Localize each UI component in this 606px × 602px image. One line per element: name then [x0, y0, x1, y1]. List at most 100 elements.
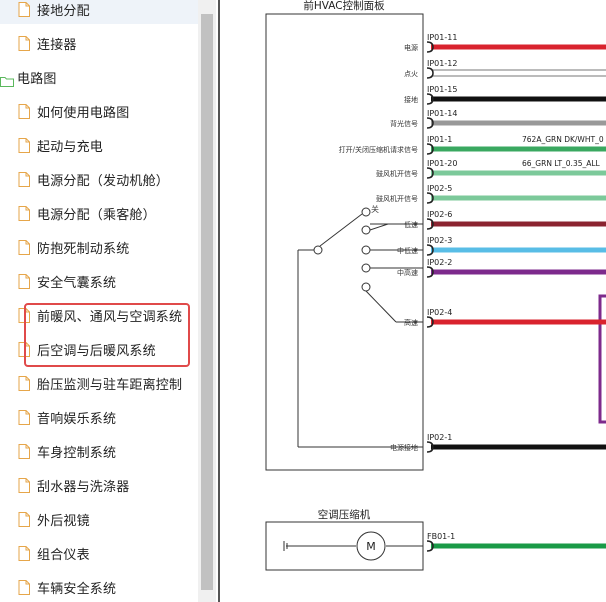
pin-signal-label: 中低速 — [397, 246, 418, 255]
sidebar-item[interactable]: 刮水器与洗涤器 — [0, 470, 198, 500]
document-icon — [18, 511, 30, 527]
sidebar-item-label: 组合仪表 — [37, 547, 90, 563]
connector-terminal — [426, 192, 434, 204]
connector-terminal — [426, 67, 434, 79]
sidebar-item[interactable]: 胎压监测与驻车距离控制 — [0, 368, 198, 398]
sidebar-item[interactable]: 如何使用电路图 — [0, 96, 198, 126]
connector-terminal — [426, 244, 434, 256]
scrollbar-thumb[interactable] — [201, 14, 213, 590]
pin-signal-label: 低速 — [404, 220, 418, 229]
pin-signal-label: 点火 — [404, 70, 418, 78]
pin-id: IP01-11 — [427, 33, 457, 42]
sidebar-item-label: 电源分配（发动机舱） — [37, 173, 170, 189]
connector-terminal — [426, 167, 434, 179]
pane-divider[interactable] — [218, 0, 220, 602]
sidebar-item-label: 安全气囊系统 — [37, 275, 117, 291]
pin-id: IP02-1 — [427, 433, 452, 442]
document-icon — [18, 1, 30, 17]
document-icon — [18, 137, 30, 153]
sidebar-item[interactable]: 电路图 — [0, 62, 180, 92]
pin-id: IP01-15 — [427, 85, 457, 94]
document-icon — [18, 375, 30, 391]
sidebar-item[interactable]: 起动与充电 — [0, 130, 198, 160]
pin-id: IP01-14 — [427, 109, 457, 118]
document-icon — [18, 171, 30, 187]
sidebar-tree: 接地分配连接器电路图如何使用电路图起动与充电电源分配（发动机舱） 电源分配（乘客舱… — [0, 0, 198, 602]
sidebar-item[interactable]: 接地分配 — [0, 0, 198, 24]
document-icon — [18, 103, 30, 119]
folder-icon — [0, 72, 14, 87]
sidebar-item-label: 前暖风、通风与空调系统 — [37, 309, 183, 325]
sidebar-item[interactable]: 电源分配（乘客舱） — [0, 198, 198, 228]
document-icon — [18, 35, 30, 51]
blower-switch — [297, 207, 423, 448]
connector-terminal — [426, 93, 434, 105]
wiring-diagram: 前HVAC控制面板 空调压缩机 关 — [228, 0, 606, 602]
pin-signal-label: 高速 — [404, 318, 418, 327]
document-icon — [18, 443, 30, 459]
purple-loop-wire — [598, 294, 606, 424]
document-icon — [18, 545, 30, 561]
sidebar-item[interactable]: 连接器 — [0, 28, 198, 58]
sidebar-item-label: 胎压监测与驻车距离控制 — [37, 377, 183, 393]
connector-terminal — [426, 218, 434, 230]
pin-signal-label: 电源 — [404, 43, 418, 52]
document-icon — [18, 239, 30, 255]
pin-signal-label: 接地 — [404, 95, 418, 104]
sidebar-item-label: 接地分配 — [37, 3, 90, 19]
sidebar-item-label: 起动与充电 — [37, 139, 104, 155]
sidebar-item[interactable]: 防抱死制动系统 — [0, 232, 198, 262]
wire-code: 762A_GRN DK/WHT_0 — [522, 135, 604, 144]
document-icon — [18, 579, 30, 595]
sidebar-item-label: 防抱死制动系统 — [37, 241, 130, 257]
document-icon — [18, 477, 30, 493]
sidebar-item[interactable]: 安全气囊系统 — [0, 266, 198, 296]
pin-id: IP02-3 — [427, 236, 452, 245]
pin-id: IP02-2 — [427, 258, 452, 267]
pin-signal-label: 背光信号 — [390, 119, 418, 128]
connector-terminal — [426, 143, 434, 155]
pin-id: IP02-5 — [427, 184, 452, 193]
control-panel-box — [265, 13, 424, 471]
pin-signal-label: 电源接地 — [390, 443, 418, 452]
highlight-box — [24, 303, 190, 367]
connector-terminal — [426, 266, 434, 278]
pin-signal-label: 中高速 — [397, 268, 418, 277]
sidebar-item[interactable]: 电源分配（发动机舱） — [0, 164, 198, 194]
panel-title: 前HVAC控制面板 — [303, 0, 385, 12]
sidebar-item-label: 连接器 — [37, 37, 77, 53]
connector-terminal — [426, 41, 434, 53]
motor-label: M — [366, 540, 376, 553]
sidebar-item[interactable]: 车身控制系统 — [0, 436, 198, 466]
pin-id: IP01-12 — [427, 59, 457, 68]
pin-id: IP02-4 — [427, 308, 452, 317]
pin-id: IP01-20 — [427, 159, 457, 168]
sidebar-item[interactable]: 车辆安全系统 — [0, 572, 198, 602]
sidebar-item-label: 音响娱乐系统 — [37, 411, 117, 427]
compressor-motor — [283, 531, 423, 561]
sidebar-item[interactable]: 组合仪表 — [0, 538, 198, 568]
pin-id: IP01-1 — [427, 135, 452, 144]
wire-code: 66_GRN LT_0.35_ALL — [522, 159, 601, 168]
sidebar-item[interactable]: 外后视镜 — [0, 504, 198, 534]
switch-off-label: 关 — [371, 204, 379, 214]
sidebar-item-label: 电路图 — [17, 71, 57, 87]
pin-signal-label: 打开/关闭压缩机请求信号 — [339, 145, 418, 154]
connector-terminal — [426, 316, 434, 328]
pin-id: IP02-6 — [427, 210, 452, 219]
document-icon — [18, 409, 30, 425]
wiring-diagram-svg: 前HVAC控制面板 空调压缩机 关 — [265, 0, 606, 571]
sidebar-item-label: 如何使用电路图 — [37, 105, 130, 121]
document-icon — [18, 273, 30, 289]
compressor-title: 空调压缩机 — [318, 508, 371, 521]
sidebar-item[interactable]: 前暖风、通风与空调系统 — [0, 300, 198, 330]
connector-terminal — [426, 540, 434, 552]
sidebar-item-label: 车辆安全系统 — [37, 581, 117, 597]
connector-terminal — [426, 117, 434, 129]
connector-terminal — [426, 441, 434, 453]
document-icon — [18, 205, 30, 221]
sidebar-item-label: 后空调与后暖风系统 — [37, 343, 156, 359]
sidebar-item-label: 外后视镜 — [37, 513, 90, 529]
sidebar-item[interactable]: 音响娱乐系统 — [0, 402, 198, 432]
pin-signal-label: 鼓风机开信号 — [376, 194, 418, 203]
